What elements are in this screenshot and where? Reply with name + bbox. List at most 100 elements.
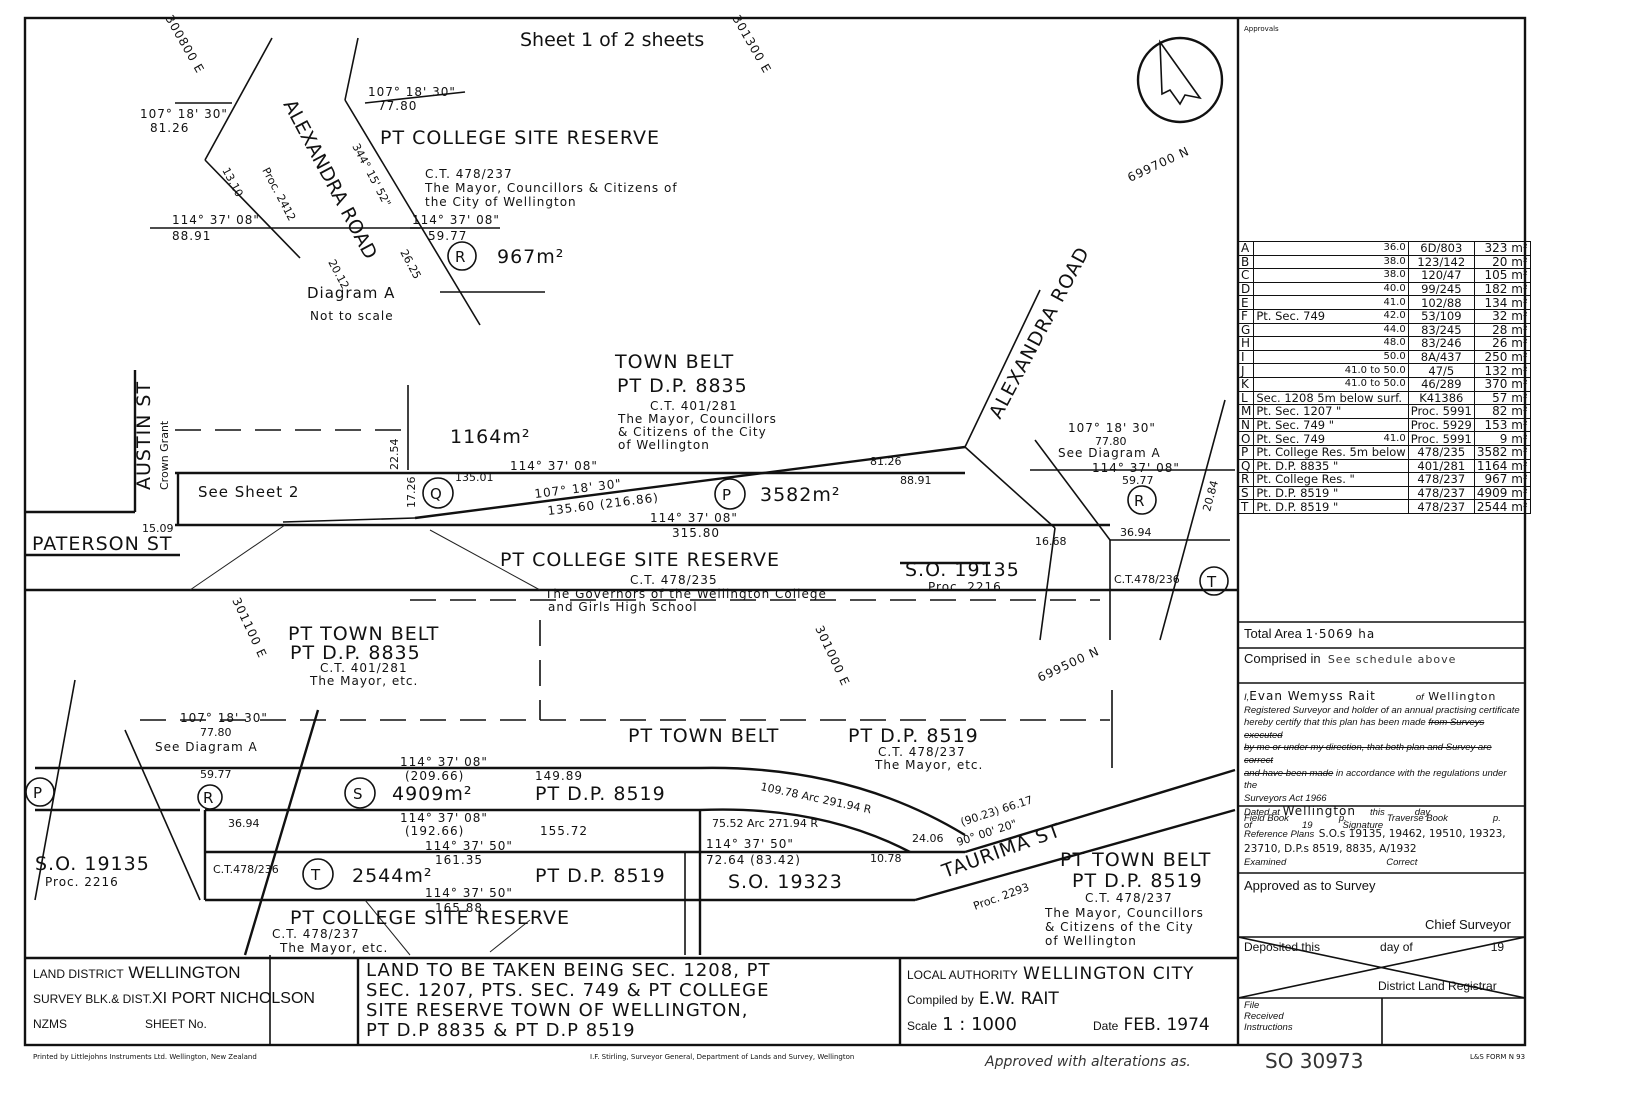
distance-label: 59.77 bbox=[428, 229, 467, 243]
distance-label: 15.09 bbox=[142, 522, 174, 535]
bearing-label: 114° 37' 50" bbox=[706, 837, 794, 851]
owner-label: the City of Wellington bbox=[425, 195, 577, 209]
schedule-ct: 47/5 bbox=[1407, 363, 1475, 378]
grid-label: 300800 E bbox=[162, 13, 207, 76]
schedule-description: Sec. 1208 5m below surf. bbox=[1253, 390, 1409, 406]
proc-label: Proc. 2293 bbox=[972, 881, 1031, 913]
schedule-area: 28 m² bbox=[1473, 322, 1531, 338]
diagram-a: 107° 18' 30" 81.26 107° 18' 30" 77.80 11… bbox=[140, 37, 677, 326]
comprised-label: Comprised in bbox=[1244, 651, 1321, 666]
upper-boundaries bbox=[25, 289, 1238, 641]
compiled-by: Compiled by E.W. RAIT bbox=[907, 989, 1059, 1009]
surveyor-name: Evan Wemyss Rait bbox=[1249, 689, 1376, 703]
owner-label: The Mayor, etc. bbox=[874, 758, 983, 772]
schedule-description: Pt. College Res. " bbox=[1253, 472, 1409, 487]
certificate-text: and have been made in accordance with th… bbox=[1244, 767, 1507, 792]
certificate-text: Registered Surveyor and holder of an ann… bbox=[1244, 704, 1520, 716]
schedule-letter: A bbox=[1237, 241, 1255, 256]
parcel-title: PT COLLEGE SITE RESERVE bbox=[290, 907, 570, 929]
schedule-ct: 83/246 bbox=[1407, 336, 1475, 351]
schedule-description: 48.0 bbox=[1253, 336, 1409, 351]
schedule-ct: 120/47 bbox=[1407, 268, 1475, 283]
schedule-letter: K bbox=[1237, 376, 1255, 392]
ct-label: C.T.478/236 bbox=[213, 863, 279, 876]
schedule-letter: E bbox=[1237, 295, 1255, 310]
district-land-registrar: District Land Registrar bbox=[1378, 979, 1497, 993]
distance-label: 77.80 bbox=[378, 99, 417, 113]
proc-label: Proc. 2412 bbox=[259, 165, 298, 223]
schedule-letter: S bbox=[1237, 485, 1255, 501]
parcel-name: PT COLLEGE SITE RESERVE bbox=[380, 127, 660, 149]
schedule-area: 323 m² bbox=[1473, 241, 1531, 256]
bearing-label: 114° 37' 08" bbox=[1092, 461, 1180, 475]
schedule-description: 40.0 bbox=[1253, 281, 1409, 297]
distance-label: 22.54 bbox=[388, 439, 401, 471]
ct-label: C.T. 401/281 bbox=[320, 661, 408, 675]
schedule-ct: Proc. 5991 bbox=[1407, 404, 1475, 419]
parcel-dp: PT D.P. 8519 bbox=[535, 865, 666, 887]
distance-label: 149.89 bbox=[535, 769, 583, 783]
schedule-letter: I bbox=[1237, 349, 1255, 365]
proc-label: Proc. 2216 bbox=[928, 580, 1002, 594]
schedule-letter: G bbox=[1237, 322, 1255, 338]
ct-label: C.T. 401/281 bbox=[650, 399, 738, 413]
schedule-area: 32 m² bbox=[1473, 308, 1531, 324]
bearing-label: 114° 37' 08" bbox=[400, 811, 488, 825]
schedule-ct: 53/109 bbox=[1407, 308, 1475, 324]
schedule-letter: N bbox=[1237, 417, 1255, 433]
local-authority: LOCAL AUTHORITY WELLINGTON CITY bbox=[907, 964, 1194, 984]
ct-label: C.T. 478/235 bbox=[630, 573, 718, 587]
total-area-label: Total Area bbox=[1244, 626, 1302, 641]
schedule-letter: R bbox=[1237, 472, 1255, 487]
approved-as-to-survey: Approved as to Survey bbox=[1244, 878, 1376, 893]
bearing-label: 344° 15' 52" bbox=[349, 141, 393, 209]
so-label: S.O. 19323 bbox=[728, 871, 843, 893]
so-label: S.O. 19135 bbox=[35, 853, 150, 875]
schedule-description: 41.0 bbox=[1253, 295, 1409, 310]
distance-label: 59.77 bbox=[1122, 474, 1154, 487]
grid-label: 699500 N bbox=[1035, 644, 1101, 685]
total-area: Total Area 1·5069 ha bbox=[1244, 626, 1375, 641]
schedule-ct: Proc. 5929 bbox=[1407, 417, 1475, 433]
distance-label: 24.06 bbox=[912, 832, 944, 845]
distance-label: 10.78 bbox=[870, 852, 902, 865]
distance-label: 77.80 bbox=[200, 726, 232, 739]
schedule-area: 9 m² bbox=[1473, 431, 1531, 446]
schedule-area: 370 m² bbox=[1473, 376, 1531, 392]
schedule-description: Pt. D.P. 8835 " bbox=[1253, 458, 1409, 474]
distance-label: 72.64 (83.42) bbox=[706, 853, 801, 867]
schedule-area: 967 m² bbox=[1473, 472, 1531, 487]
schedule-area: 26 m² bbox=[1473, 336, 1531, 351]
distance-label: 155.72 bbox=[540, 824, 588, 838]
distance-label: 77.80 bbox=[1095, 435, 1127, 448]
distance-label: 315.80 bbox=[672, 526, 720, 540]
surveyor-general-credit: I.F. Stirling, Surveyor General, Departm… bbox=[590, 1053, 854, 1061]
chief-surveyor: Chief Surveyor bbox=[1425, 917, 1511, 932]
parcel-dp: PT D.P. 8519 bbox=[535, 783, 666, 805]
distance-label: 88.91 bbox=[900, 474, 932, 487]
see-sheet-2-label: See Sheet 2 bbox=[198, 483, 299, 501]
schedule-ct: 478/237 bbox=[1407, 499, 1475, 514]
distance-label: 17.26 bbox=[405, 477, 418, 509]
street-name-austin: AUSTIN ST bbox=[133, 381, 155, 490]
schedule-description: Pt. D.P. 8519 " bbox=[1253, 485, 1409, 501]
bearing-label: 114° 37' 08" bbox=[650, 511, 738, 525]
ct-label: C.T. 478/237 bbox=[425, 167, 513, 181]
schedule-letter: M bbox=[1237, 404, 1255, 419]
scale: Scale 1 : 1000 bbox=[907, 1014, 1017, 1035]
schedule-description: 50.0 bbox=[1253, 349, 1409, 365]
lot-label: P bbox=[33, 784, 43, 802]
bearing-label: 107° 18' 30" bbox=[180, 711, 268, 725]
arc-label: 75.52 Arc 271.94 R bbox=[712, 817, 818, 830]
